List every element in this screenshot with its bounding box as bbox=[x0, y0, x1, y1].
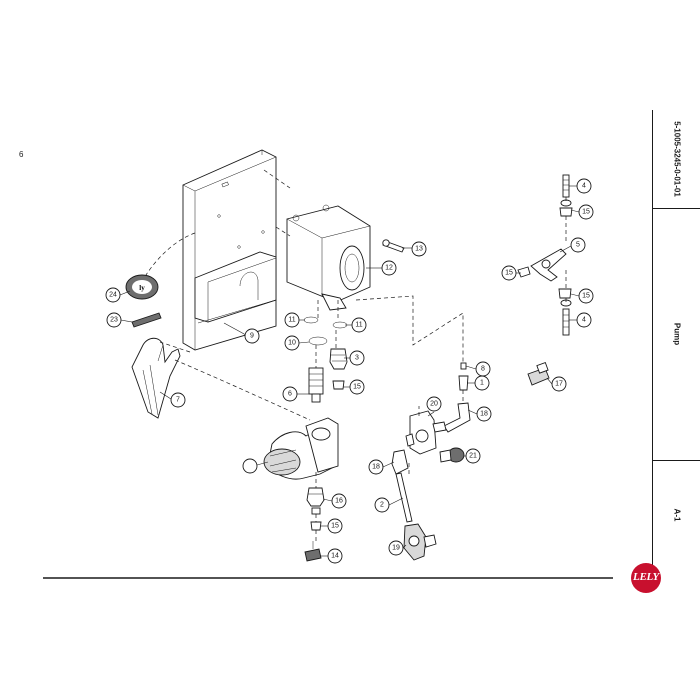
hose-clamp bbox=[304, 541, 322, 562]
svg-text:21: 21 bbox=[469, 453, 477, 460]
svg-text:24: 24 bbox=[109, 292, 117, 299]
document-code-cell: 5-1005-3245-0-01-01 bbox=[653, 110, 700, 209]
callout-8: 9 bbox=[244, 328, 260, 344]
callout-16: 16 bbox=[331, 493, 347, 509]
drawing-title: Pump bbox=[672, 322, 682, 346]
callout-15-outlet: 15 bbox=[327, 518, 343, 534]
sheet-cell: A-1 bbox=[653, 460, 700, 570]
svg-text:4: 4 bbox=[582, 183, 586, 190]
callout-14: 14 bbox=[327, 548, 343, 564]
bolt bbox=[382, 239, 405, 253]
plunger bbox=[308, 367, 324, 403]
callout-12: 12 bbox=[381, 260, 397, 276]
construction-lines bbox=[145, 169, 567, 541]
stud-lower bbox=[558, 288, 572, 336]
title-block: 5-1005-3245-0-01-01 Pump A-1 bbox=[652, 110, 700, 570]
svg-text:14: 14 bbox=[331, 553, 339, 560]
tube-2 bbox=[395, 472, 413, 523]
callout-2: 2 bbox=[374, 497, 390, 513]
callout-15-left: 15 bbox=[501, 265, 517, 281]
svg-text:13: 13 bbox=[415, 246, 423, 253]
pump-motor bbox=[263, 417, 339, 480]
callout-15-upper: 15 bbox=[578, 204, 594, 220]
callout-18-lower: 18 bbox=[368, 459, 384, 475]
callout-17: 17 bbox=[551, 376, 567, 392]
svg-text:15: 15 bbox=[331, 523, 339, 530]
svg-text:12: 12 bbox=[385, 265, 393, 272]
callout-19: 19 bbox=[388, 540, 404, 556]
pump-housing bbox=[286, 204, 371, 311]
leader-lines bbox=[119, 185, 580, 557]
elbow-18-upper bbox=[443, 402, 471, 433]
valve-body-20 bbox=[405, 410, 447, 455]
logo-label: ly bbox=[125, 274, 159, 300]
callout-15-lower: 15 bbox=[578, 288, 594, 304]
callout-15-pump: 15 bbox=[349, 379, 365, 395]
stud-upper bbox=[559, 174, 573, 217]
svg-text:11: 11 bbox=[288, 317, 295, 324]
callout-9: 8 bbox=[475, 361, 491, 377]
callout-10: 10 bbox=[284, 335, 300, 351]
page-number: 6 bbox=[19, 150, 24, 159]
callout-13: 13 bbox=[411, 241, 427, 257]
svg-text:17: 17 bbox=[555, 381, 563, 388]
title-cell: Pump bbox=[653, 208, 700, 461]
callout-7: 7 bbox=[170, 392, 186, 408]
svg-text:1: 1 bbox=[480, 380, 484, 387]
svg-text:6: 6 bbox=[288, 391, 292, 398]
callout-24 bbox=[242, 458, 258, 474]
callout-4-lower: 4 bbox=[576, 312, 592, 328]
svg-text:4: 4 bbox=[582, 317, 586, 324]
callout-11-right: 11 bbox=[351, 317, 367, 333]
o-rings bbox=[303, 316, 348, 346]
svg-text:5: 5 bbox=[576, 242, 580, 249]
svg-text:8: 8 bbox=[481, 366, 485, 373]
callout-23: 24 bbox=[105, 287, 121, 303]
logo-text: LELY bbox=[633, 571, 659, 583]
svg-text:15: 15 bbox=[582, 209, 590, 216]
outlet-nut bbox=[310, 521, 322, 531]
sticker-label bbox=[131, 312, 162, 328]
svg-text:18: 18 bbox=[372, 464, 380, 471]
callout-11-left: 11 bbox=[284, 312, 300, 328]
connector-1 bbox=[458, 362, 469, 391]
elbow-18-lower bbox=[391, 449, 409, 475]
holder-bracket bbox=[131, 337, 181, 419]
callout-4-upper: 4 bbox=[576, 178, 592, 194]
valve-19 bbox=[403, 523, 437, 561]
svg-text:16: 16 bbox=[335, 498, 343, 505]
svg-text:15: 15 bbox=[505, 270, 513, 277]
callout-5: 5 bbox=[570, 237, 586, 253]
valve-insert bbox=[329, 348, 348, 390]
mounting-plate bbox=[182, 149, 277, 351]
elbow-fitting bbox=[527, 361, 550, 386]
sheet-number: A-1 bbox=[672, 508, 682, 522]
callout-22: 23 bbox=[106, 312, 122, 328]
svg-text:15: 15 bbox=[353, 384, 361, 391]
lely-logo-icon: LELY bbox=[631, 563, 661, 593]
svg-text:11: 11 bbox=[355, 322, 362, 329]
callout-6: 6 bbox=[282, 386, 298, 402]
document-code: 5-1005-3245-0-01-01 bbox=[672, 121, 682, 197]
svg-text:20: 20 bbox=[430, 401, 438, 408]
tee-piece bbox=[517, 248, 567, 282]
svg-text:23: 23 bbox=[110, 317, 118, 324]
callout-18-upper: 18 bbox=[476, 406, 492, 422]
svg-text:19: 19 bbox=[392, 545, 400, 552]
cap-21 bbox=[439, 447, 465, 463]
svg-text:10: 10 bbox=[288, 340, 296, 347]
callout-21: 21 bbox=[465, 448, 481, 464]
svg-text:ly: ly bbox=[139, 284, 145, 292]
callout-1: 1 bbox=[474, 375, 490, 391]
svg-text:15: 15 bbox=[582, 293, 590, 300]
svg-text:9: 9 bbox=[250, 333, 254, 340]
svg-text:7: 7 bbox=[176, 397, 180, 404]
svg-text:18: 18 bbox=[480, 411, 488, 418]
svg-text:3: 3 bbox=[355, 355, 359, 362]
callout-3: 3 bbox=[349, 350, 365, 366]
outlet-fitting bbox=[306, 487, 325, 515]
callout-20: 20 bbox=[426, 396, 442, 412]
svg-text:2: 2 bbox=[380, 502, 384, 509]
